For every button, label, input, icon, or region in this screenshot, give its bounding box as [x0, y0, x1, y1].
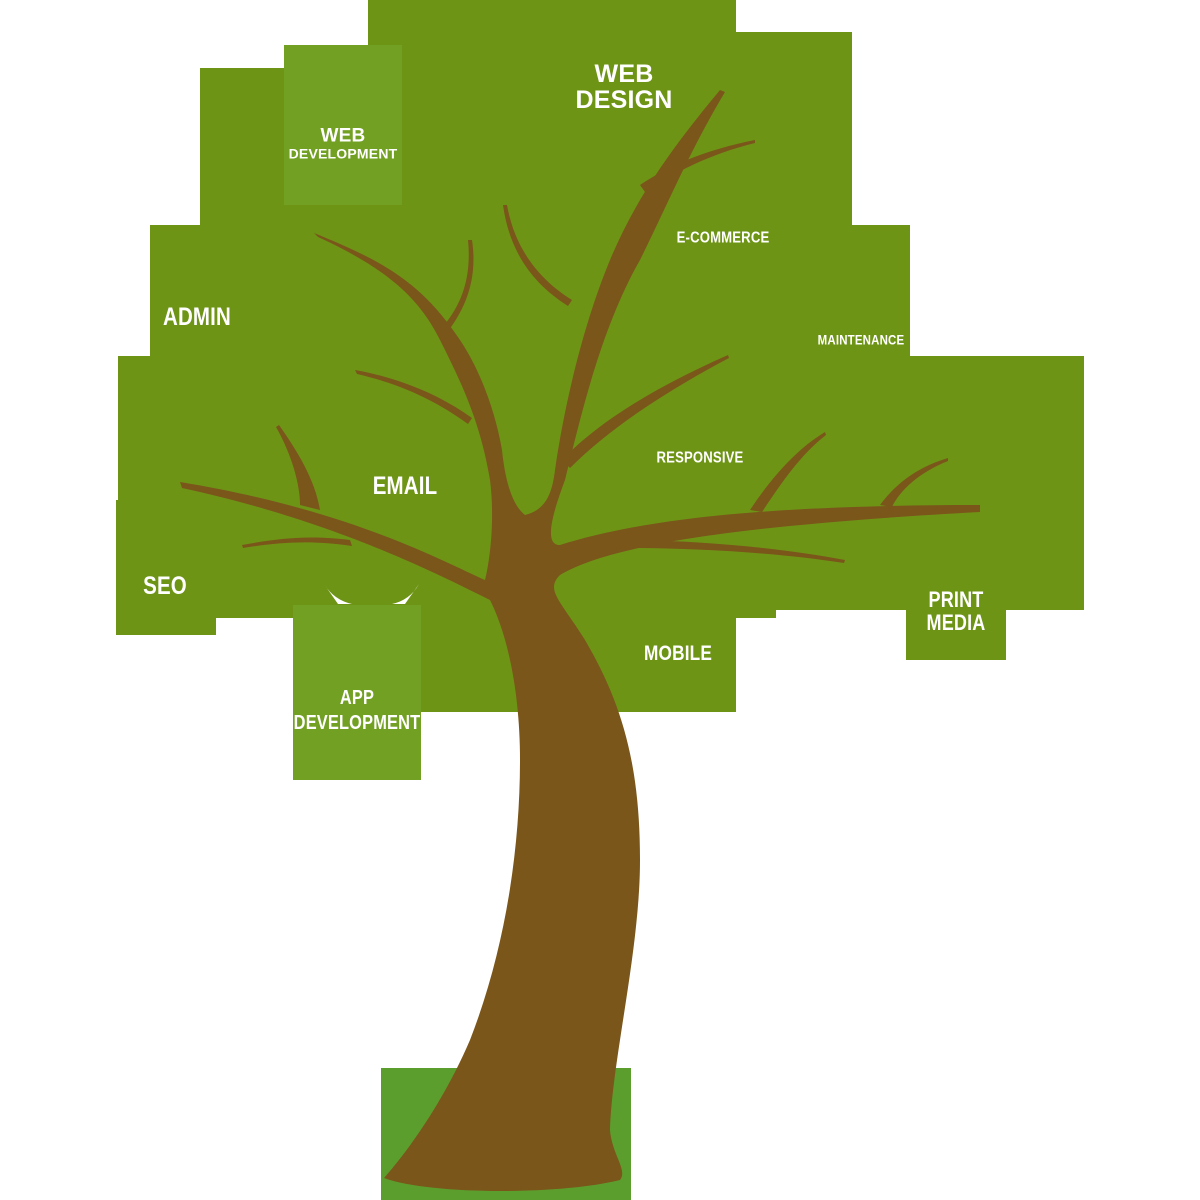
label-app-development: APP DEVELOPMENT	[294, 686, 421, 736]
label-web-design-line2: DESIGN	[575, 86, 673, 114]
trunk-and-branches	[180, 90, 980, 1192]
leaf-cutouts	[324, 584, 419, 604]
label-admin: ADMIN	[162, 302, 232, 331]
label-mobile: MOBILE	[644, 641, 712, 665]
label-responsive-text: RESPONSIVE	[656, 449, 744, 467]
label-print-media-line1: PRINT	[928, 586, 984, 612]
label-app-development-line1: APP	[339, 687, 375, 709]
label-responsive: RESPONSIVE	[656, 449, 744, 468]
label-email: EMAIL	[372, 471, 438, 500]
label-maintenance: MAINTENANCE	[817, 331, 905, 348]
label-seo-text: SEO	[143, 571, 187, 600]
label-admin-text: ADMIN	[162, 302, 232, 331]
label-web-design-line1: WEB	[594, 59, 654, 88]
label-web-development-line2: DEVELOPMENT	[288, 145, 398, 162]
label-email-text: EMAIL	[372, 471, 438, 500]
label-e-commerce-text: E-COMMERCE	[676, 229, 770, 247]
label-web-design: WEB DESIGN	[575, 59, 673, 114]
label-mobile-text: MOBILE	[644, 641, 712, 665]
label-seo: SEO	[143, 571, 187, 600]
label-print-media-line2: MEDIA	[926, 610, 986, 635]
label-app-development-line2: DEVELOPMENT	[293, 712, 421, 734]
label-e-commerce: E-COMMERCE	[676, 229, 770, 248]
label-web-development: WEB DEVELOPMENT	[288, 125, 398, 162]
label-web-development-line1: WEB	[320, 125, 366, 147]
label-maintenance-text: MAINTENANCE	[817, 331, 905, 348]
label-print-media: PRINT MEDIA	[927, 588, 986, 634]
